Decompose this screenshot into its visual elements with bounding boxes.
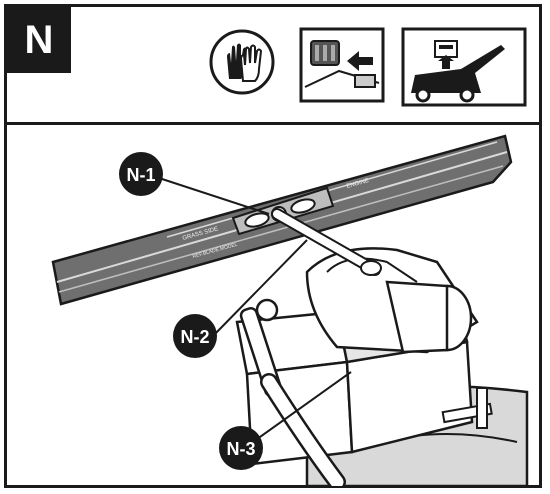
blade-removal-illustration: GRASS SIDE ENGINE REF.BLADE.MODEL N-1 N-… [51,134,529,486]
socket-wrench [271,208,382,276]
instruction-panel: N [4,4,542,488]
lift-battery-from-mower-icon [401,27,527,107]
disconnect-spark-plug-icon [299,27,385,103]
gloves-icon [209,29,275,95]
panel-header: N [7,7,539,125]
callout-n3-label: N-3 [226,439,255,459]
step-letter-badge: N [7,7,71,73]
callout-n3: N-3 [219,426,263,470]
callout-n2: N-2 [173,314,217,358]
callout-n2-label: N-2 [180,327,209,347]
bench-vise [235,247,529,486]
callout-n1-label: N-1 [126,165,155,185]
blade-end-label: ENGINE [346,178,370,190]
callout-n1: N-1 [119,152,163,196]
